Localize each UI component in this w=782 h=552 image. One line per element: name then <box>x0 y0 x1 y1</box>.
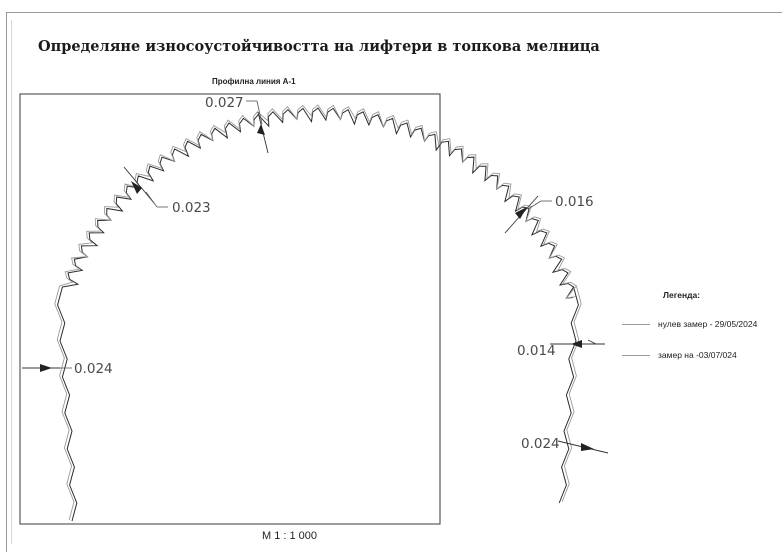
callout-0.024-left: 0.024 <box>22 361 113 377</box>
measurement-label-1: 0.023 <box>172 200 211 216</box>
callout-0.027: 0.027 <box>205 95 269 154</box>
callout-0.023: 0.023 <box>123 166 211 216</box>
drawing-title: Определяне износоустойчивостта на лифтер… <box>38 38 600 55</box>
measurement-label-2: 0.016 <box>555 194 594 210</box>
sheet-frame <box>6 12 782 552</box>
callout-0.024-right: 0.024 <box>521 436 609 454</box>
scale-label: М 1 : 1 000 <box>262 530 318 542</box>
legend-label-baseline: нулев замер - 29/05/2024 <box>658 319 758 329</box>
callout-0.014: 0.014 <box>517 339 605 359</box>
measurement-label-0: 0.027 <box>205 95 244 111</box>
legend-swatch-current <box>622 354 650 356</box>
sheet-margin-line <box>11 20 12 544</box>
legend-item-baseline: нулев замер - 29/05/2024 <box>622 319 757 329</box>
legend-label-current: замер на -03/07/024 <box>658 350 737 360</box>
profile-line-baseline <box>57 107 579 522</box>
drawing-border <box>19 93 441 525</box>
profile-line-current <box>54 104 582 521</box>
measurement-label-3: 0.024 <box>74 361 113 377</box>
profile-subtitle: Профилна линия А-1 <box>212 77 296 86</box>
measurement-label-5: 0.024 <box>521 436 560 452</box>
measurement-label-4: 0.014 <box>517 343 556 359</box>
legend-title: Легенда: <box>663 290 701 300</box>
legend-swatch-baseline <box>622 323 650 325</box>
legend-item-current: замер на -03/07/024 <box>622 350 737 360</box>
callout-0.016: 0.016 <box>504 194 594 234</box>
